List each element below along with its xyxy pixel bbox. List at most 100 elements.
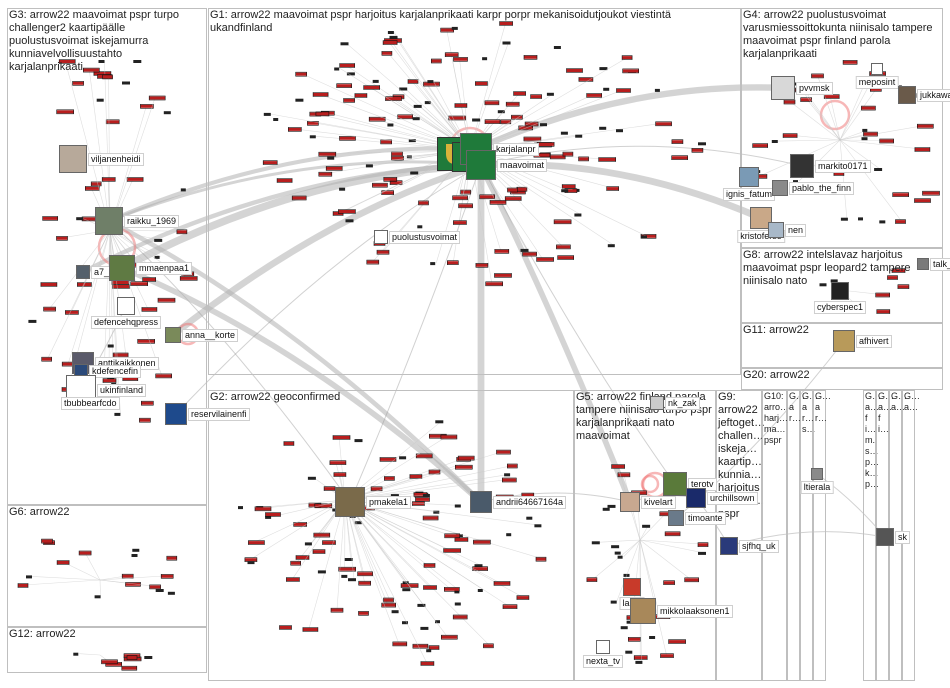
leaf-node[interactable] (265, 515, 272, 519)
leaf-node[interactable] (326, 166, 343, 170)
leaf-node[interactable] (62, 362, 80, 366)
leaf-node[interactable] (329, 461, 346, 465)
leaf-node[interactable] (617, 473, 630, 477)
leaf-node[interactable] (698, 543, 708, 547)
avatar[interactable] (772, 180, 788, 196)
leaf-node[interactable] (354, 439, 363, 443)
leaf-node[interactable] (429, 434, 447, 438)
leaf-node[interactable] (617, 555, 623, 559)
leaf-node[interactable] (433, 510, 440, 514)
leaf-node[interactable] (141, 307, 157, 311)
leaf-node[interactable] (562, 185, 576, 188)
leaf-node[interactable] (383, 177, 397, 181)
leaf-node[interactable] (443, 549, 461, 552)
leaf-node[interactable] (113, 353, 129, 357)
leaf-node[interactable] (611, 465, 625, 468)
leaf-node[interactable] (513, 92, 526, 95)
node-label[interactable]: karjalanpr (493, 143, 539, 156)
leaf-node[interactable] (620, 626, 628, 630)
leaf-node[interactable] (288, 127, 302, 131)
leaf-node[interactable] (458, 204, 473, 208)
leaf-node[interactable] (562, 152, 573, 156)
node-label[interactable]: a7_ (91, 266, 113, 279)
leaf-node[interactable] (399, 87, 408, 91)
leaf-node[interactable] (154, 255, 160, 259)
leaf-node[interactable] (41, 357, 52, 361)
leaf-node[interactable] (167, 591, 175, 595)
leaf-node[interactable] (302, 628, 318, 631)
leaf-node[interactable] (503, 605, 517, 609)
leaf-node[interactable] (556, 245, 571, 249)
leaf-node[interactable] (863, 132, 878, 136)
leaf-node[interactable] (641, 235, 647, 239)
leaf-node[interactable] (561, 189, 569, 193)
leaf-node[interactable] (475, 263, 488, 267)
leaf-node[interactable] (397, 115, 413, 119)
node-label[interactable]: ignis_fatum (722, 188, 776, 201)
node-label[interactable]: andrii64667164a (493, 496, 567, 509)
avatar[interactable] (117, 297, 135, 315)
leaf-node[interactable] (314, 504, 332, 508)
leaf-node[interactable] (26, 575, 32, 579)
leaf-node[interactable] (606, 187, 619, 191)
node-label[interactable]: nen (785, 224, 807, 237)
leaf-node[interactable] (887, 276, 898, 280)
leaf-node[interactable] (369, 117, 386, 121)
leaf-node[interactable] (417, 225, 423, 229)
leaf-node[interactable] (57, 561, 70, 564)
leaf-node[interactable] (96, 98, 104, 102)
leaf-node[interactable] (65, 310, 79, 314)
leaf-node[interactable] (671, 140, 683, 144)
leaf-node[interactable] (452, 196, 468, 200)
leaf-node[interactable] (603, 87, 610, 91)
leaf-node[interactable] (122, 377, 138, 381)
leaf-node[interactable] (431, 59, 442, 63)
avatar[interactable] (335, 487, 365, 517)
leaf-node[interactable] (783, 134, 798, 138)
leaf-node[interactable] (292, 196, 307, 200)
leaf-node[interactable] (158, 298, 175, 302)
leaf-node[interactable] (338, 567, 356, 571)
leaf-node[interactable] (98, 60, 105, 63)
leaf-node[interactable] (166, 556, 177, 560)
node-label[interactable]: maavoimat (497, 159, 548, 172)
leaf-node[interactable] (149, 585, 161, 589)
leaf-node[interactable] (752, 144, 768, 148)
avatar[interactable] (630, 598, 656, 624)
leaf-node[interactable] (454, 602, 461, 606)
leaf-node[interactable] (668, 640, 686, 644)
leaf-node[interactable] (423, 82, 440, 86)
node-label[interactable]: kdefencefin (89, 365, 142, 378)
node-label[interactable]: nexta_tv (582, 655, 624, 668)
leaf-node[interactable] (500, 120, 511, 124)
avatar[interactable] (663, 472, 687, 496)
leaf-node[interactable] (154, 238, 163, 242)
avatar[interactable] (898, 86, 916, 104)
leaf-node[interactable] (691, 148, 703, 152)
leaf-node[interactable] (540, 123, 547, 127)
avatar[interactable] (771, 76, 795, 100)
leaf-node[interactable] (286, 578, 300, 581)
leaf-node[interactable] (358, 581, 371, 585)
leaf-node[interactable] (40, 283, 57, 286)
leaf-node[interactable] (874, 168, 883, 171)
leaf-node[interactable] (418, 201, 429, 205)
leaf-node[interactable] (494, 581, 510, 585)
leaf-node[interactable] (534, 524, 542, 528)
leaf-node[interactable] (526, 516, 533, 520)
avatar[interactable] (95, 207, 123, 235)
node-label[interactable]: tbubbearfcdo (61, 397, 120, 410)
leaf-node[interactable] (560, 131, 568, 135)
leaf-node[interactable] (655, 122, 672, 126)
leaf-node[interactable] (520, 248, 529, 252)
leaf-node[interactable] (390, 494, 399, 498)
leaf-node[interactable] (76, 217, 84, 221)
leaf-node[interactable] (599, 67, 608, 71)
leaf-node[interactable] (102, 75, 113, 79)
leaf-node[interactable] (453, 615, 468, 619)
node-label[interactable]: timoante (685, 512, 726, 525)
leaf-node[interactable] (144, 656, 153, 659)
leaf-node[interactable] (445, 53, 459, 57)
leaf-node[interactable] (383, 598, 394, 602)
leaf-node[interactable] (800, 98, 812, 102)
